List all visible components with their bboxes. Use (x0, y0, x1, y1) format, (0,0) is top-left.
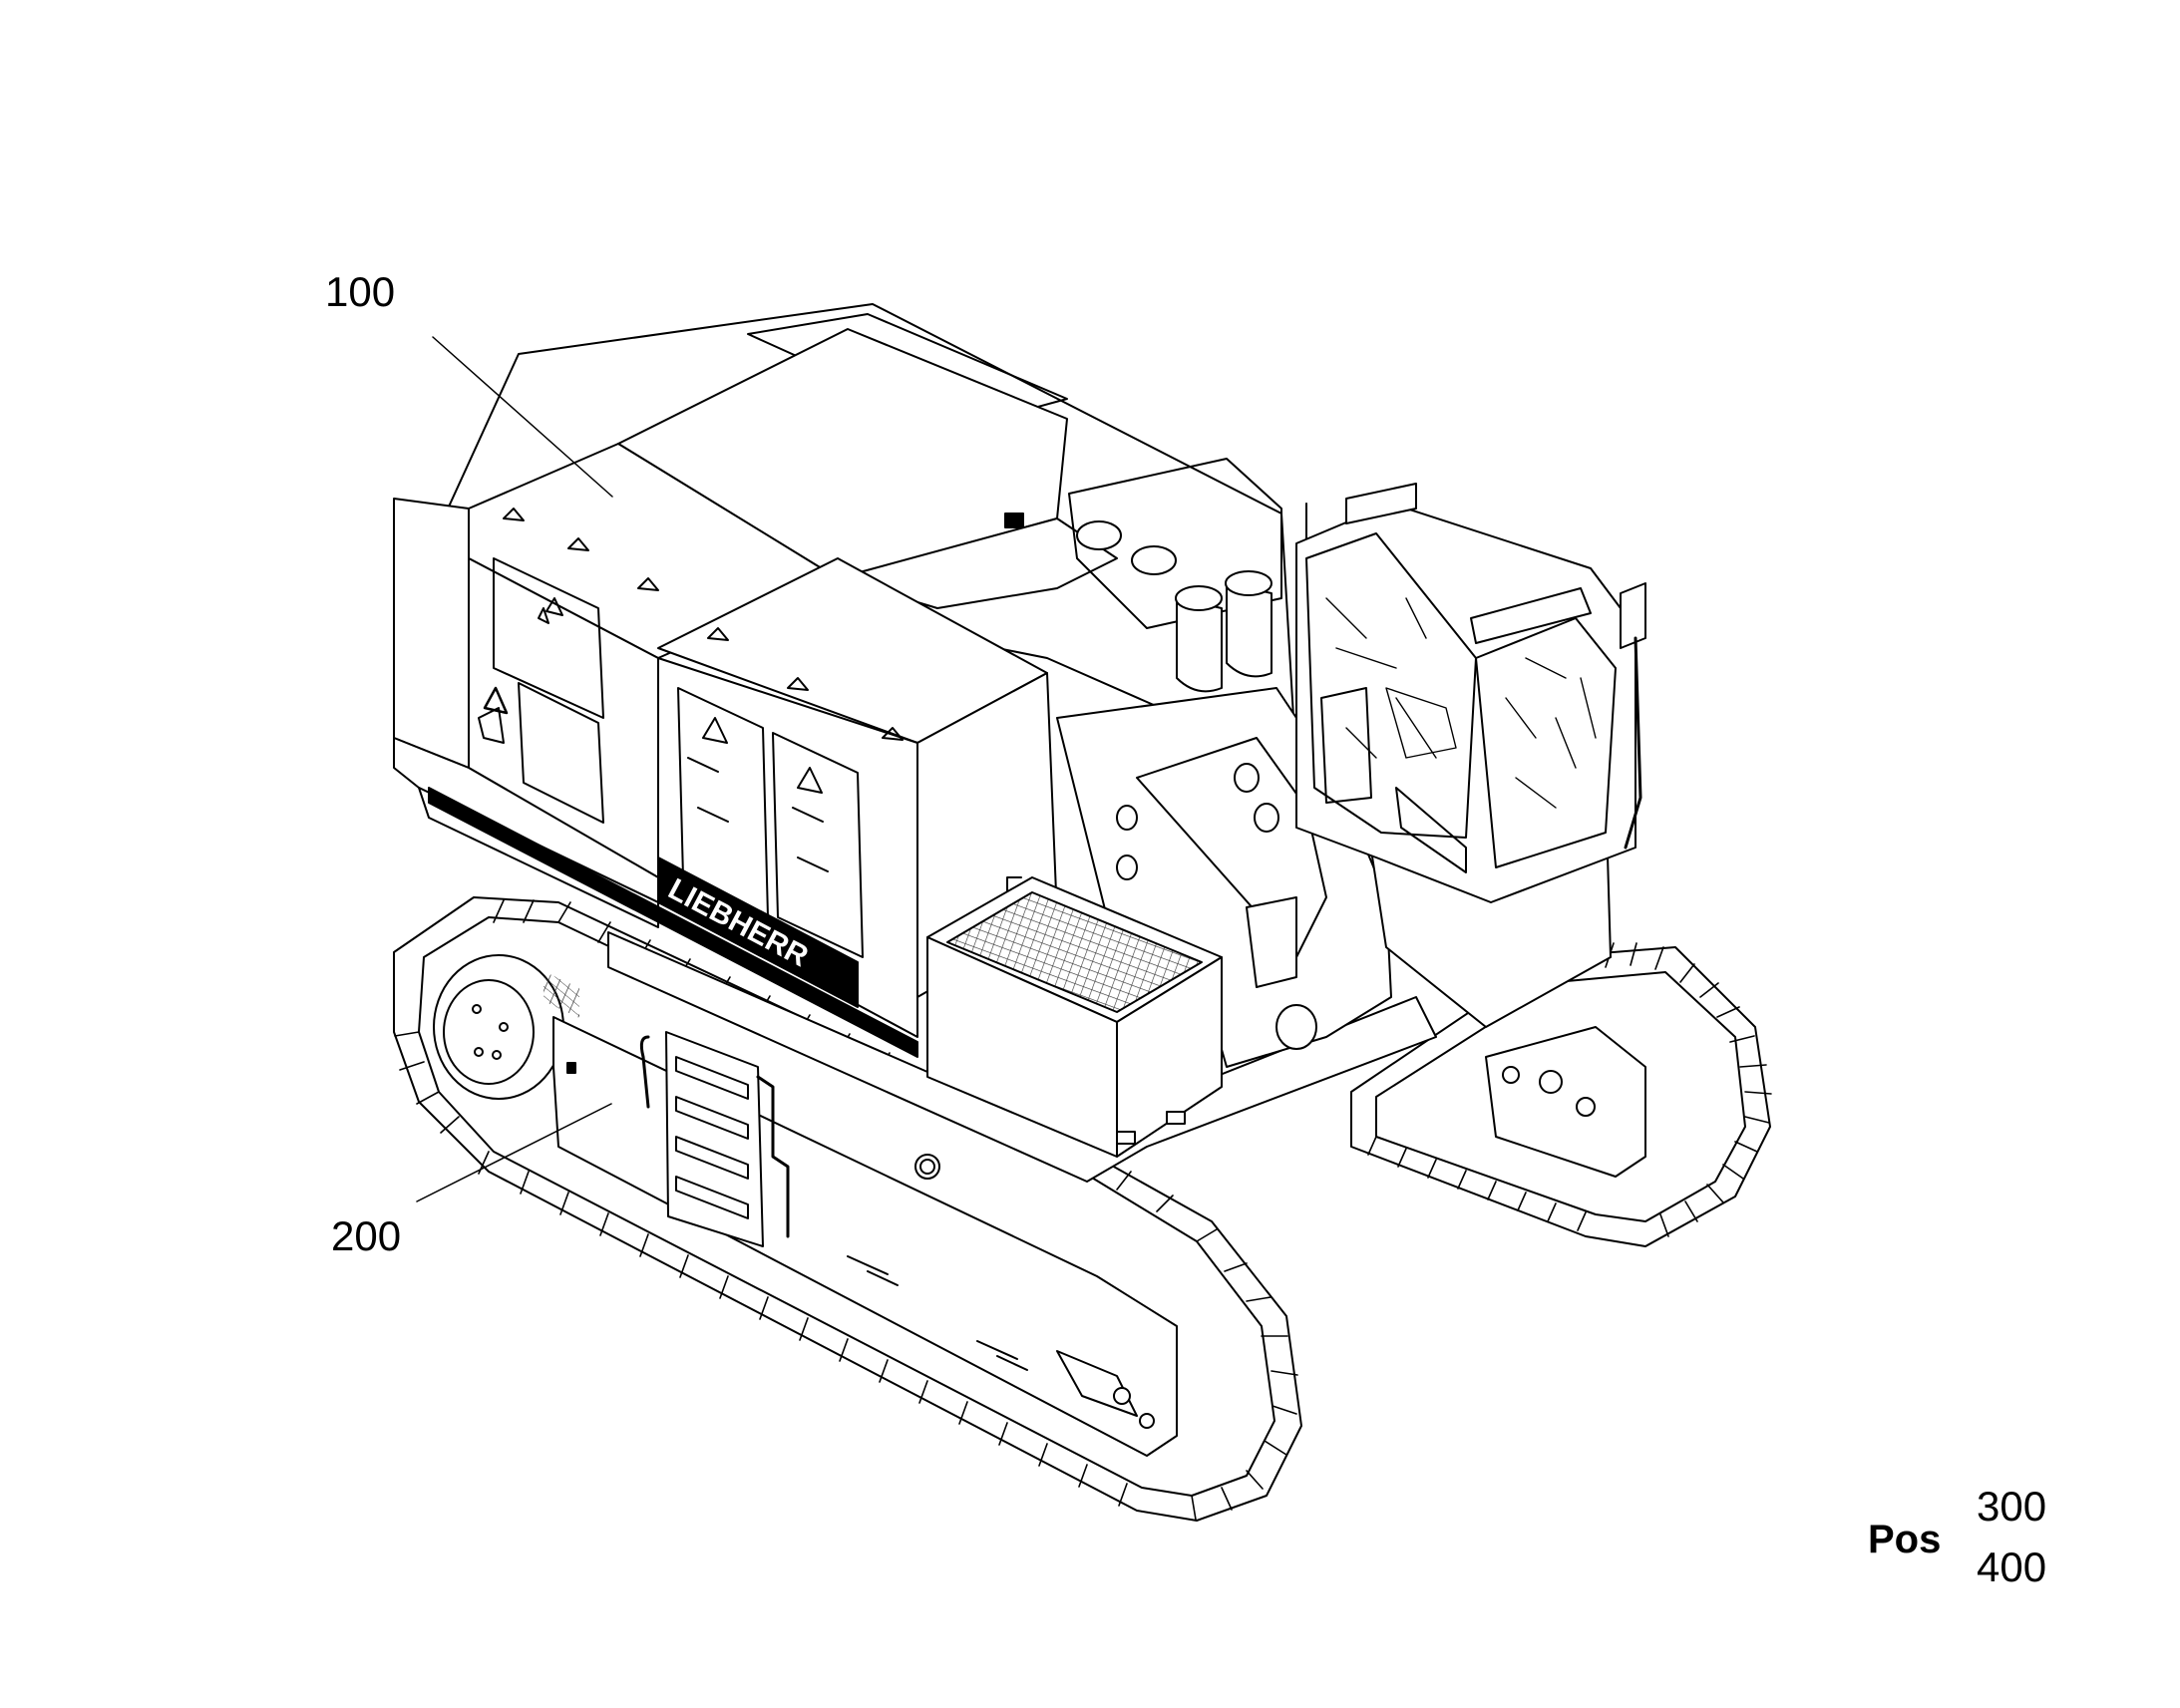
leader-line-100 (433, 337, 612, 497)
position-label: Pos (1868, 1518, 1942, 1561)
right-crawler-track (1351, 943, 1771, 1246)
callout-200: 200 (331, 1212, 402, 1259)
position-value-400: 400 (1977, 1543, 2047, 1590)
leader-lines (417, 337, 612, 1201)
position-value-300: 300 (1977, 1483, 2047, 1530)
access-ladder (641, 1032, 788, 1246)
operator-cab (1296, 484, 1645, 902)
upper-structure (394, 304, 1611, 1157)
callout-100: 100 (325, 268, 396, 315)
leader-line-200 (417, 1104, 611, 1201)
